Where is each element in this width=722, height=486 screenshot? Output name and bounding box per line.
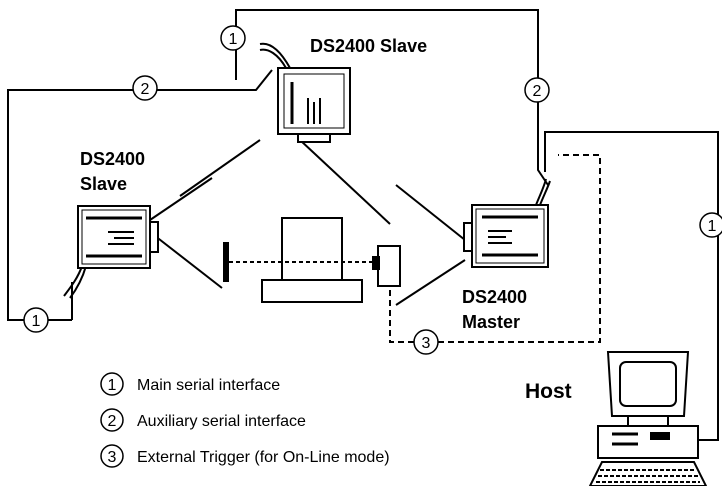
- conveyor-object: [223, 217, 401, 303]
- marker-main-top: 1: [220, 25, 246, 51]
- legend-item-main: 1 Main serial interface: [100, 372, 280, 396]
- svg-text:3: 3: [422, 335, 431, 352]
- svg-text:1: 1: [108, 377, 117, 394]
- svg-text:External Trigger (for On-Line: External Trigger (for On-Line mode): [137, 449, 390, 466]
- left-slave-label-line2: Slave: [80, 174, 127, 194]
- main-line-host: [544, 131, 719, 441]
- scan-beam: [299, 139, 391, 225]
- svg-text:1: 1: [229, 31, 238, 48]
- svg-text:Auxiliary serial interface: Auxiliary serial interface: [137, 413, 306, 430]
- master-scanner: [463, 178, 551, 268]
- svg-text:3: 3: [108, 449, 117, 466]
- trigger-line: [389, 154, 601, 343]
- scan-beam: [395, 259, 466, 306]
- svg-text:Main serial interface: Main serial interface: [137, 377, 280, 394]
- svg-text:2: 2: [108, 413, 117, 430]
- legend-item-aux: 2 Auxiliary serial interface: [100, 408, 306, 432]
- master-label-line2: Master: [462, 312, 520, 332]
- top-slave-label: DS2400 Slave: [310, 36, 427, 56]
- scan-beam: [149, 231, 223, 289]
- host-computer: [588, 351, 708, 486]
- marker-aux-left: 2: [132, 75, 158, 101]
- scan-beam: [179, 139, 261, 197]
- host-label: Host: [525, 380, 572, 403]
- scan-beam: [395, 184, 466, 241]
- marker-main-left: 1: [23, 307, 49, 333]
- legend: 1 Main serial interface 2 Auxiliary seri…: [100, 372, 390, 468]
- left-slave-label-line1: DS2400: [80, 149, 145, 169]
- svg-text:2: 2: [141, 81, 150, 98]
- legend-item-trigger: 3 External Trigger (for On-Line mode): [100, 444, 390, 468]
- left-slave-scanner: [63, 205, 159, 299]
- svg-text:2: 2: [533, 83, 542, 100]
- top-slave-scanner: [259, 42, 351, 143]
- marker-aux-right: 2: [524, 77, 550, 103]
- master-label-line1: DS2400: [462, 287, 527, 307]
- marker-main-host: 1: [699, 212, 722, 238]
- main-line-left: [7, 69, 273, 321]
- marker-trigger: 3: [413, 329, 439, 355]
- svg-text:1: 1: [32, 313, 41, 330]
- scan-beam: [149, 177, 213, 221]
- svg-text:1: 1: [708, 218, 717, 235]
